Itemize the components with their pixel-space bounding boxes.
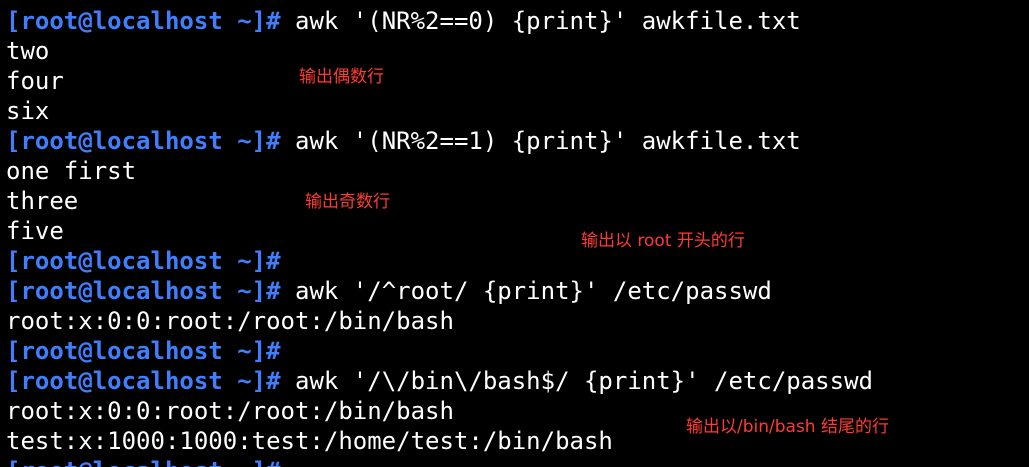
terminal-line: three	[6, 186, 78, 216]
shell-prompt: [root@localhost ~]#	[6, 127, 281, 155]
terminal-line: root:x:0:0:root:/root:/bin/bash	[6, 306, 454, 336]
terminal-line: [root@localhost ~]# awk '(NR%2==0) {prin…	[6, 6, 801, 36]
terminal-line: root:x:0:0:root:/root:/bin/bash	[6, 396, 454, 426]
output-text: five	[6, 217, 64, 245]
shell-prompt: [root@localhost ~]#	[6, 337, 281, 365]
terminal-line: [root@localhost ~]# awk '(NR%2==1) {prin…	[6, 126, 801, 156]
terminal-line: one first	[6, 156, 136, 186]
output-text: one first	[6, 157, 137, 185]
terminal-line: test:x:1000:1000:test:/home/test:/bin/ba…	[6, 426, 613, 456]
annotation-ends-with-bash: 输出以/bin/bash 结尾的行	[686, 417, 889, 437]
shell-prompt: [root@localhost ~]#	[6, 367, 281, 395]
terminal-line: four	[6, 66, 64, 96]
output-text: four	[6, 67, 64, 95]
shell-prompt: [root@localhost ~]#	[6, 277, 281, 305]
terminal-line: five	[6, 216, 64, 246]
shell-prompt: [root@localhost ~]#	[6, 247, 281, 275]
output-text: root:x:0:0:root:/root:/bin/bash	[6, 397, 454, 425]
output-text: two	[6, 37, 50, 65]
annotation-starts-with-root: 输出以 root 开头的行	[581, 231, 745, 251]
shell-prompt: [root@localhost ~]#	[6, 457, 281, 467]
command-text: awk '/^root/ {print}' /etc/passwd	[280, 277, 772, 305]
command-text: awk '(NR%2==1) {print}' awkfile.txt	[280, 127, 801, 155]
command-text: awk '/\/bin\/bash$/ {print}' /etc/passwd	[280, 367, 873, 395]
annotation-even-lines: 输出偶数行	[299, 67, 384, 87]
terminal-line: [root@localhost ~]#	[6, 336, 281, 366]
annotation-odd-lines: 输出奇数行	[305, 192, 390, 212]
shell-prompt: [root@localhost ~]#	[6, 7, 281, 35]
output-text: test:x:1000:1000:test:/home/test:/bin/ba…	[6, 427, 613, 455]
terminal-line: six	[6, 96, 49, 126]
command-text: awk '(NR%2==0) {print}' awkfile.txt	[280, 7, 801, 35]
terminal-line: [root@localhost ~]# awk '/^root/ {print}…	[6, 276, 772, 306]
output-text: three	[6, 187, 79, 215]
output-text: root:x:0:0:root:/root:/bin/bash	[6, 307, 454, 335]
terminal-line: [root@localhost ~]# awk '/\/bin\/bash$/ …	[6, 366, 873, 396]
terminal-line: [root@localhost ~]#	[6, 246, 281, 276]
terminal-line: [root@localhost ~]#	[6, 456, 281, 467]
output-text: six	[6, 97, 50, 125]
terminal-line: two	[6, 36, 49, 66]
